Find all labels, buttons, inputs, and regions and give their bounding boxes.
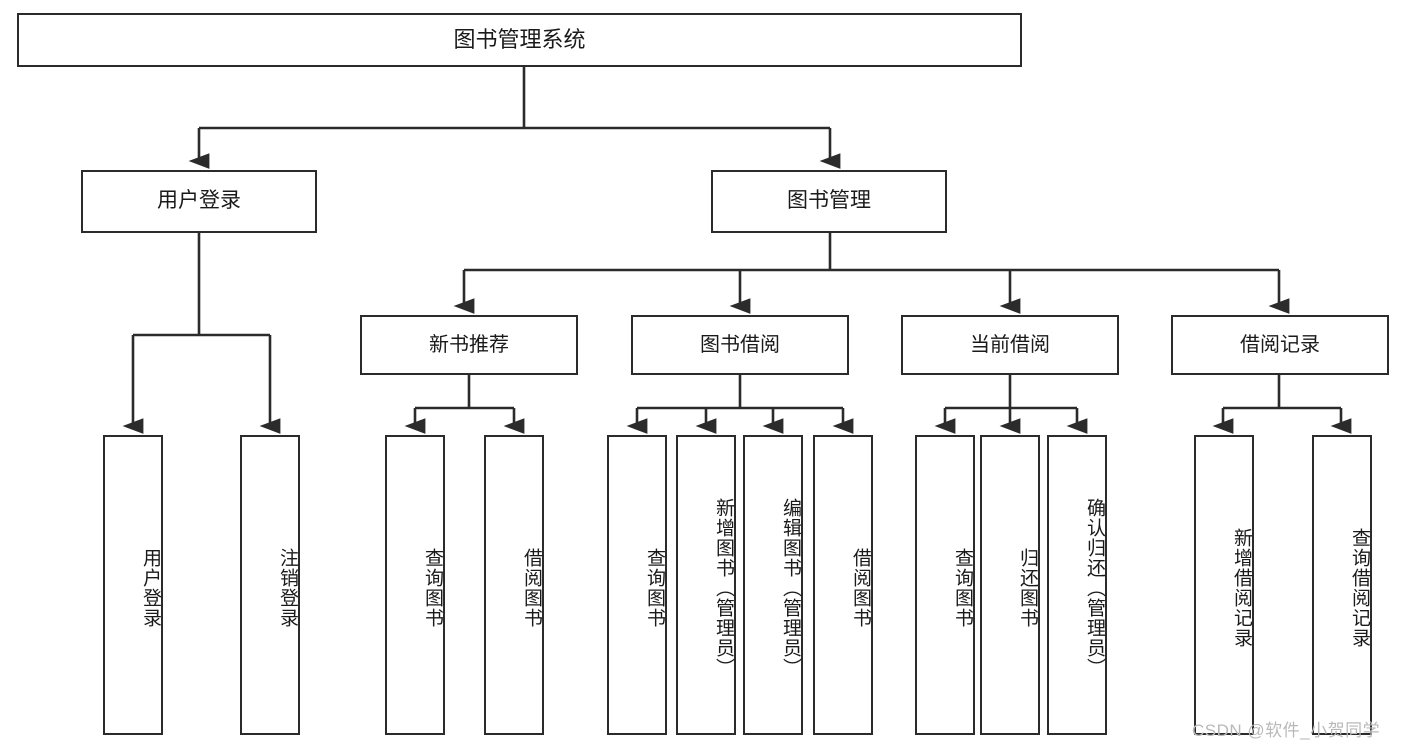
node-leaf-query-book-2[interactable]: 查询图书 <box>607 435 667 735</box>
node-current-borrow[interactable]: 当前借阅 <box>901 315 1119 375</box>
node-book-management-system[interactable]: 图书管理系统 <box>17 13 1022 67</box>
node-book-borrow[interactable]: 图书借阅 <box>631 315 849 375</box>
node-leaf-add-book-admin[interactable]: 新增图书（管理员） <box>676 435 736 735</box>
node-new-book-recommendation[interactable]: 新书推荐 <box>360 315 578 375</box>
node-leaf-edit-book-admin[interactable]: 编辑图书（管理员） <box>743 435 803 735</box>
node-leaf-user-logout[interactable]: 注销登录 <box>240 435 300 735</box>
node-book-management[interactable]: 图书管理 <box>711 170 947 233</box>
node-leaf-borrow-book-2[interactable]: 借阅图书 <box>813 435 873 735</box>
node-leaf-user-login[interactable]: 用户登录 <box>103 435 163 735</box>
node-user-login[interactable]: 用户登录 <box>81 170 317 233</box>
node-borrow-record[interactable]: 借阅记录 <box>1171 315 1389 375</box>
node-leaf-query-book-3[interactable]: 查询图书 <box>915 435 975 735</box>
node-leaf-add-borrow-record[interactable]: 新增借阅记录 <box>1194 435 1254 735</box>
node-leaf-borrow-book-1[interactable]: 借阅图书 <box>484 435 544 735</box>
node-leaf-query-book-1[interactable]: 查询图书 <box>385 435 445 735</box>
node-leaf-query-borrow-record[interactable]: 查询借阅记录 <box>1312 435 1372 735</box>
csdn-watermark: CSDN @软件_小贺同学 <box>1192 721 1381 740</box>
node-leaf-confirm-return-admin[interactable]: 确认归还（管理员） <box>1047 435 1107 735</box>
node-leaf-return-book[interactable]: 归还图书 <box>980 435 1040 735</box>
